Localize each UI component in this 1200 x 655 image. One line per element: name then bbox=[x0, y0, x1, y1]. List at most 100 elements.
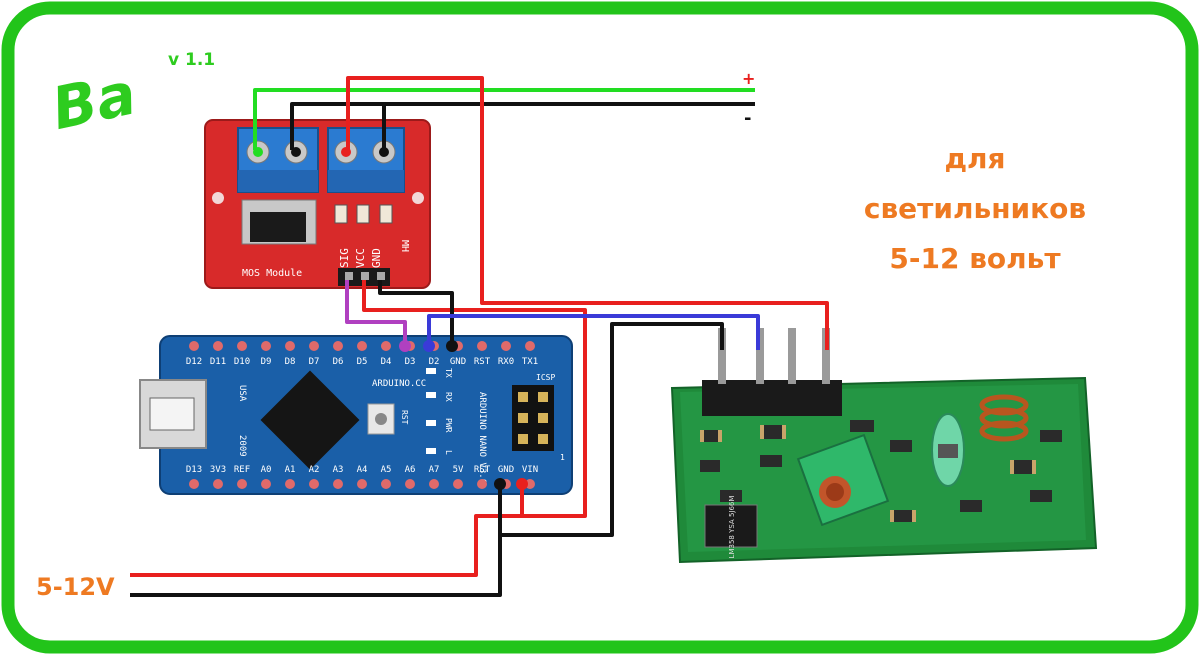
top-pin-label-0: D12 bbox=[186, 357, 202, 367]
wire-black-receiver-gnd bbox=[130, 322, 724, 597]
lm358-chip bbox=[704, 504, 758, 548]
bottom-pin-label-11: 5V bbox=[453, 465, 464, 475]
bottom-pin-label-4: A1 bbox=[285, 465, 296, 475]
led-rx-label: RX bbox=[444, 392, 453, 402]
wire-red-vin-terminal bbox=[346, 76, 829, 350]
bottom-pin-pad-14 bbox=[525, 479, 535, 489]
top-pin-label-13: RX0 bbox=[498, 357, 514, 367]
bottom-pin-label-5: A2 bbox=[309, 465, 320, 475]
dot-terminal-vin bbox=[341, 147, 351, 157]
version-label: v 1.1 bbox=[168, 50, 215, 70]
arduino-nano-board: USA 2009 RST ARDUINO.CC ARDUINO NANO V3.… bbox=[139, 335, 573, 495]
top-pin-pad-7 bbox=[357, 341, 367, 351]
top-pin-label-1: D11 bbox=[210, 357, 226, 367]
icsp-label: ICSP bbox=[536, 373, 555, 382]
top-pin-pad-14 bbox=[525, 341, 535, 351]
bottom-pin-label-7: A4 bbox=[357, 465, 368, 475]
dot-d2 bbox=[423, 340, 435, 352]
bottom-pin-label-6: A3 bbox=[333, 465, 344, 475]
reset-label: RST bbox=[400, 410, 409, 425]
bottom-pin-pad-1 bbox=[213, 479, 223, 489]
description-line-2: светильников bbox=[864, 192, 1086, 225]
bottom-pin-pad-12 bbox=[477, 479, 487, 489]
top-pin-pad-4 bbox=[285, 341, 295, 351]
description-line-1: для bbox=[944, 142, 1005, 175]
receiver-pin-header bbox=[702, 380, 842, 416]
top-pin-label-12: RST bbox=[474, 357, 491, 367]
top-pin-label-9: D3 bbox=[405, 357, 416, 367]
top-pin-label-7: D5 bbox=[357, 357, 368, 367]
bottom-pin-pad-0 bbox=[189, 479, 199, 489]
bottom-pin-label-9: A6 bbox=[405, 465, 416, 475]
copper-coil bbox=[979, 394, 1029, 442]
wire-black-led-minus bbox=[290, 102, 755, 150]
bottom-pin-label-14: VIN bbox=[522, 465, 538, 475]
bottom-pin-pad-6 bbox=[333, 479, 343, 489]
rf-receiver-module: LM358 YSA 5J66M bbox=[670, 328, 1098, 564]
wire-black-mos-gnd bbox=[378, 280, 454, 344]
bottom-pin-label-10: A7 bbox=[429, 465, 440, 475]
dot-d3 bbox=[399, 340, 411, 352]
bottom-pin-pad-10 bbox=[429, 479, 439, 489]
top-pin-label-5: D7 bbox=[309, 357, 320, 367]
top-pin-label-4: D8 bbox=[285, 357, 296, 367]
led-pwr-label: PWR bbox=[444, 418, 453, 433]
top-pin-row: D12 D11 D10 D9 D8 D7 D6 D5 D4 D3 D2 GND RST RX0 TX1 bbox=[186, 341, 538, 367]
wire-green-led-plus bbox=[253, 88, 755, 150]
model-label: ARDUINO NANO V3.0 bbox=[477, 392, 487, 484]
logo-text: Ba bbox=[46, 59, 142, 143]
mos-module-label: MOS Module bbox=[242, 268, 302, 279]
top-pin-label-14: TX1 bbox=[522, 357, 538, 367]
top-pin-pad-2 bbox=[237, 341, 247, 351]
gnd-label: GND bbox=[370, 248, 383, 268]
description-line-3: 5-12 вольт bbox=[889, 242, 1061, 275]
top-pin-label-8: D4 bbox=[381, 357, 392, 367]
polarity-minus: - bbox=[744, 108, 751, 129]
top-pin-label-3: D9 bbox=[261, 357, 272, 367]
mos-module-board: MOS Module MH SIG VCC GND bbox=[204, 119, 431, 289]
dot-vin bbox=[516, 478, 528, 490]
top-pin-pad-13 bbox=[501, 341, 511, 351]
bottom-pin-pad-7 bbox=[357, 479, 367, 489]
lm358-chip-label: LM358 YSA 5J66M bbox=[728, 496, 736, 559]
bottom-pin-label-13: GND bbox=[498, 465, 514, 475]
mos-marking: MH bbox=[399, 240, 410, 252]
top-pin-label-11: GND bbox=[450, 357, 466, 367]
top-pin-pad-5 bbox=[309, 341, 319, 351]
bottom-pin-label-12: RST bbox=[474, 465, 491, 475]
top-pin-pad-3 bbox=[261, 341, 271, 351]
bottom-pin-pad-4 bbox=[285, 479, 295, 489]
bottom-pin-label-8: A5 bbox=[381, 465, 392, 475]
top-pin-pad-0 bbox=[189, 341, 199, 351]
bottom-pin-pad-5 bbox=[309, 479, 319, 489]
bottom-pin-pad-8 bbox=[381, 479, 391, 489]
top-pin-label-10: D2 bbox=[429, 357, 440, 367]
led-tx-label: TX bbox=[444, 368, 453, 378]
wire-purple-sig-d3 bbox=[345, 280, 407, 344]
top-pin-pad-12 bbox=[477, 341, 487, 351]
bottom-pin-pad-9 bbox=[405, 479, 415, 489]
corner-label: 1 bbox=[560, 453, 565, 462]
sig-label: SIG bbox=[338, 248, 351, 268]
dot-gnd-top bbox=[446, 340, 458, 352]
polarity-plus: + bbox=[742, 69, 755, 88]
year-label: 2009 bbox=[237, 435, 247, 457]
brand-label: ARDUINO.CC bbox=[372, 379, 426, 389]
dot-terminal-gnd bbox=[379, 147, 389, 157]
top-pin-pad-8 bbox=[381, 341, 391, 351]
top-pin-label-2: D10 bbox=[234, 357, 250, 367]
led-l-label: L bbox=[444, 450, 453, 455]
bottom-pin-label-1: 3V3 bbox=[210, 465, 226, 475]
wire-red-vcc bbox=[130, 280, 587, 577]
top-pin-label-6: D6 bbox=[333, 357, 344, 367]
bottom-pin-pad-2 bbox=[237, 479, 247, 489]
dot-terminal-vminus bbox=[291, 147, 301, 157]
bottom-pin-pad-3 bbox=[261, 479, 271, 489]
bottom-pin-pad-11 bbox=[453, 479, 463, 489]
dot-terminal-vplus bbox=[253, 147, 263, 157]
top-pin-pad-6 bbox=[333, 341, 343, 351]
dot-gnd-bottom bbox=[494, 478, 506, 490]
power-input-label: 5-12V bbox=[36, 573, 115, 601]
